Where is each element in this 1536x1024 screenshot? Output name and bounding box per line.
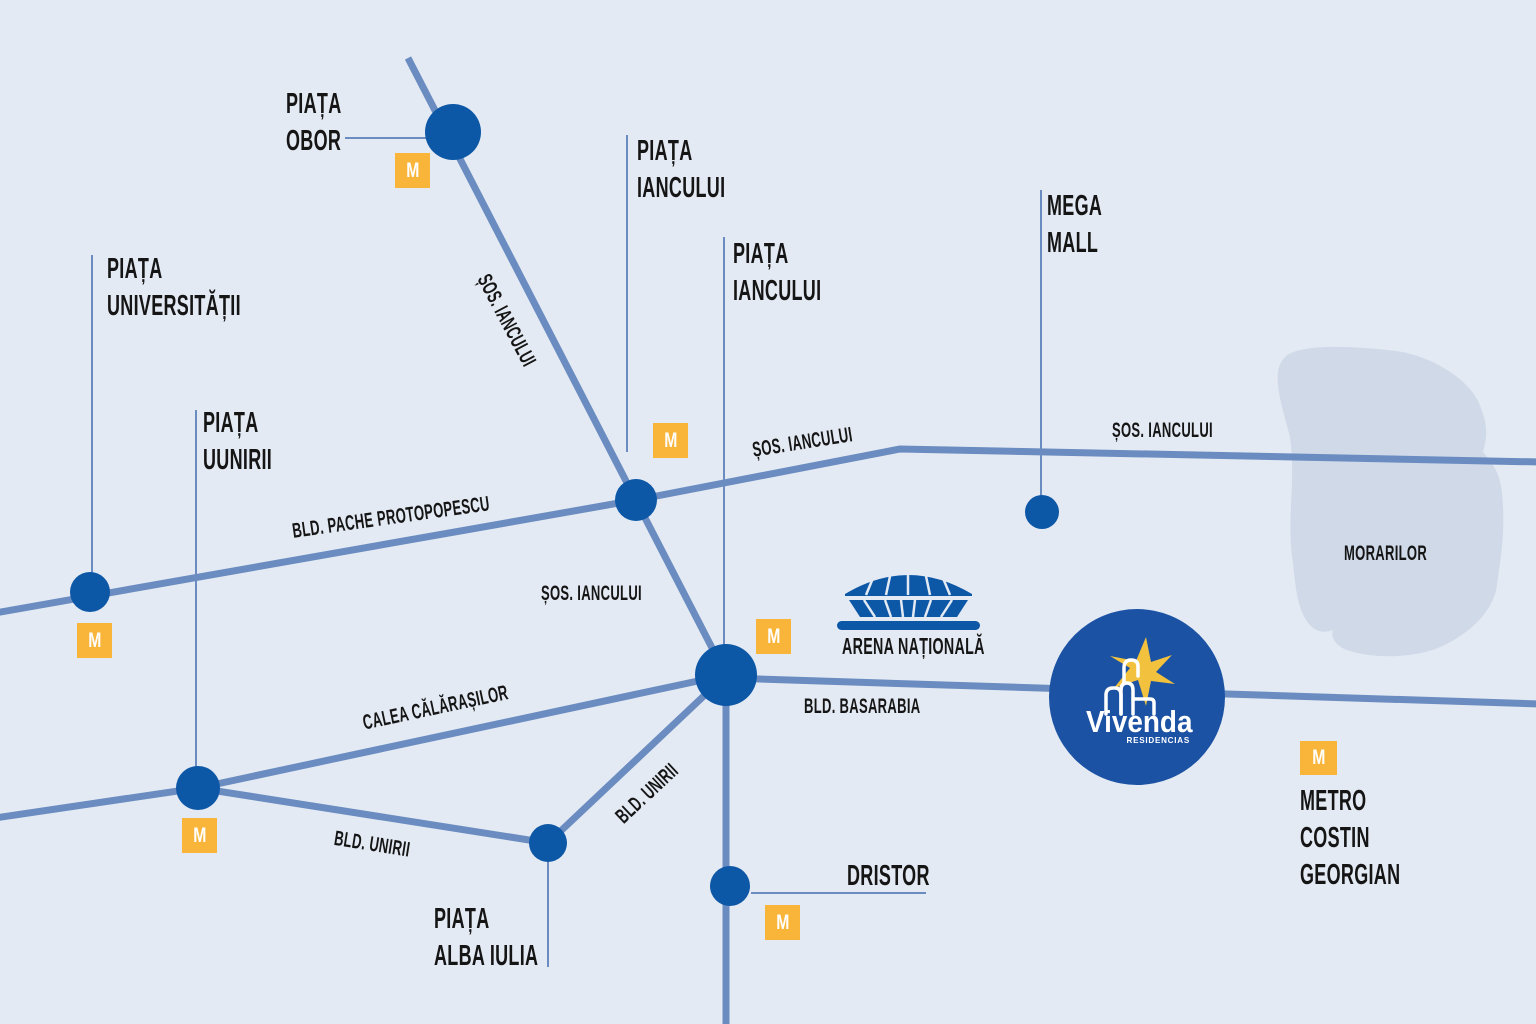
metro-badge-universitatii: M bbox=[77, 623, 112, 658]
road-calea-calarasilor bbox=[197, 671, 727, 792]
node-muncii-hub bbox=[695, 644, 757, 706]
label-piata-iancului-lower: PIAȚA IANCULUI bbox=[733, 238, 822, 307]
vivenda-logo: Vivenda RESIDENCIAS bbox=[1049, 609, 1225, 785]
label-piata-obor: PIAȚA OBOR bbox=[286, 88, 342, 157]
road-bld-unirii-diagonal bbox=[545, 672, 729, 846]
metro-badge-iancului: M bbox=[653, 423, 688, 458]
node-mega-mall bbox=[1025, 495, 1059, 529]
metro-badge-uunirii: M bbox=[182, 818, 217, 853]
morarilor-area-shape bbox=[1277, 346, 1504, 657]
metro-badge-costin-georgian: M bbox=[1300, 741, 1337, 775]
label-mega-mall: MEGA MALL bbox=[1047, 190, 1103, 259]
arena-stadium-icon bbox=[837, 560, 980, 630]
label-piata-uunirii: PIAȚA UUNIRII bbox=[203, 407, 273, 476]
station-nodes bbox=[70, 104, 1059, 906]
label-piata-alba-iulia: PIAȚA ALBA IULIA bbox=[434, 903, 539, 972]
node-uunirii bbox=[176, 766, 220, 810]
vivenda-logo-circle bbox=[1049, 609, 1225, 785]
label-sos-iancului-right: ȘOS. IANCULUI bbox=[1112, 419, 1213, 442]
callout-lines bbox=[91, 135, 1042, 967]
label-piata-universitatii: PIAȚA UNIVERSITĂȚII bbox=[107, 253, 241, 322]
node-dristor bbox=[710, 866, 750, 906]
label-piata-iancului-upper: PIAȚA IANCULUI bbox=[637, 135, 726, 204]
vivenda-subtitle-text: RESIDENCIAS bbox=[1127, 735, 1190, 745]
node-iancului bbox=[615, 479, 657, 521]
metro-badge-dristor: M bbox=[765, 905, 800, 940]
road-sos-iancului-diagonal bbox=[404, 56, 730, 677]
vivenda-brand-text: Vivenda bbox=[1086, 705, 1193, 740]
road-bld-unirii-south bbox=[0, 784, 549, 847]
label-bld-basarabia: BLD. BASARABIA bbox=[804, 695, 921, 718]
label-sos-iancului-lower: ȘOS. IANCULUI bbox=[541, 582, 642, 605]
label-arena-nationala: ARENA NAȚIONALĂ bbox=[842, 633, 985, 659]
label-morarilor: MORARILOR bbox=[1344, 542, 1428, 565]
node-obor bbox=[425, 104, 481, 160]
node-universitatii bbox=[70, 572, 110, 612]
node-alba-iulia bbox=[529, 824, 567, 862]
vivenda-buildings-icon bbox=[1104, 658, 1156, 716]
metro-badge-muncii: M bbox=[756, 619, 791, 654]
metro-badge-obor: M bbox=[395, 153, 430, 188]
vivenda-star-icon bbox=[1110, 637, 1175, 706]
label-dristor: DRISTOR bbox=[847, 860, 930, 892]
label-metro-costin-georgian: METRO COSTIN GEORGIAN bbox=[1300, 785, 1401, 891]
